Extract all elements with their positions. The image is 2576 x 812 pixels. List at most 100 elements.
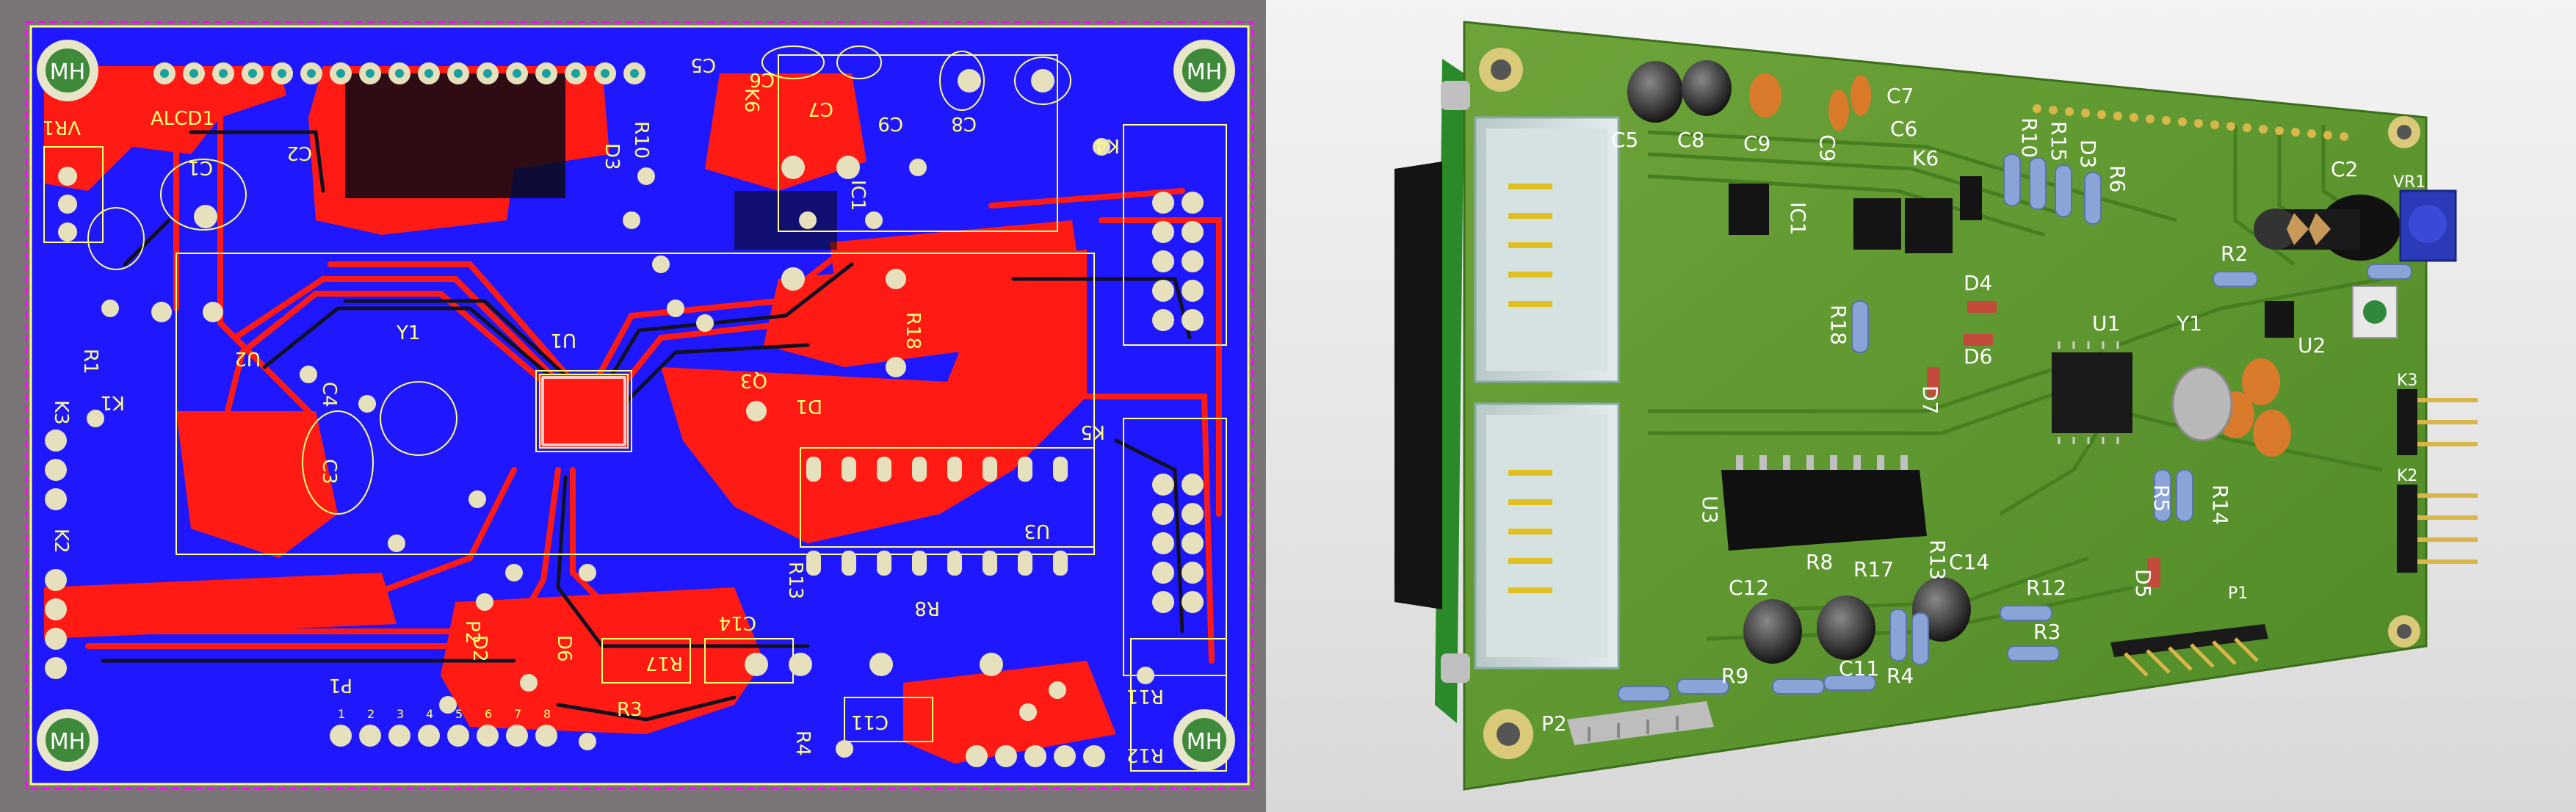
mounting-hole-br: MH [1173, 709, 1235, 771]
resistors [1618, 153, 2412, 702]
p1-pin-label: 6 [485, 707, 492, 721]
designator-c9: C9 [878, 112, 903, 134]
label-c6: C6 [1890, 117, 1917, 141]
designator-vr1: VR1 [43, 116, 81, 138]
crystal-y1 [2171, 366, 2233, 442]
hatched-region [345, 73, 565, 198]
p1-pin-label: 2 [367, 707, 375, 721]
label-r5: R5 [2149, 485, 2174, 512]
designator-u1: U1 [550, 329, 576, 351]
mh-label: MH [1187, 729, 1222, 755]
label-c10: C9 [1815, 134, 1839, 162]
p1-pin-label: 5 [455, 707, 463, 721]
label-ic1: IC1 [1786, 202, 1810, 236]
label-r14: R14 [2208, 485, 2232, 525]
designator-ic1: IC1 [847, 180, 869, 211]
designator-d6: D6 [553, 635, 575, 662]
mounting-hole-tr: MH [1173, 40, 1235, 101]
ic-ic1-regulators [1729, 176, 1982, 253]
mh-label: MH [50, 729, 85, 755]
label-c14: C14 [1949, 550, 1989, 574]
label-r17: R17 [1853, 557, 1894, 581]
mh-label: MH [50, 59, 85, 85]
ic-u1-qfp [2052, 341, 2132, 444]
designator-r13: R13 [784, 562, 806, 599]
label-c2: C2 [2331, 157, 2358, 181]
designator-c14: C14 [719, 612, 756, 634]
idc-connector-bottom [1474, 402, 1620, 670]
board-keepout [26, 21, 1253, 789]
designator-r8: R8 [914, 597, 940, 619]
designator-k6: K6 [740, 88, 762, 113]
push-button [2352, 286, 2398, 338]
label-r12: R12 [2026, 576, 2066, 600]
designator-r1: R1 [79, 349, 101, 374]
pcb-3d-view[interactable]: C5 C8 C9 C7 C6 K6 C9 R10 R15 D3 R6 IC1 R… [1266, 0, 2576, 812]
diodes [1927, 301, 2160, 587]
label-r13: R13 [1925, 540, 1950, 580]
designator-c1: C1 [187, 156, 213, 178]
designator-r10: R10 [630, 121, 652, 159]
mounting-holes-3d [1479, 48, 2420, 759]
label-k2: K2 [2397, 467, 2417, 485]
mounting-hole-tl: MH [37, 40, 98, 101]
designator-c4: C4 [318, 382, 340, 407]
designator-c2: C2 [286, 142, 312, 164]
designator-r11: R11 [1126, 685, 1164, 707]
header-p1 [2110, 624, 2268, 677]
designator-c5: C5 [690, 54, 716, 76]
label-c8: C8 [1677, 128, 1704, 152]
designator-c7: C7 [808, 98, 833, 120]
silkscreen-outlines [43, 46, 1227, 772]
label-vr1: VR1 [2393, 173, 2425, 192]
designator-d3: D3 [601, 143, 623, 170]
designator-p1: P1 [329, 674, 352, 696]
label-r6: R6 [2105, 165, 2130, 192]
mh-label: MH [1187, 59, 1222, 85]
designator-c6: C6 [749, 68, 775, 90]
designator-alcd1: ALCD1 [151, 108, 214, 130]
label-r2: R2 [2221, 242, 2248, 266]
label-u2: U2 [2298, 333, 2326, 358]
designator-p2: P2 [461, 620, 483, 644]
header-k2 [2397, 485, 2478, 573]
designator-d1: D1 [795, 395, 822, 417]
label-r18: R18 [1826, 305, 1850, 345]
label-r10: R10 [2017, 117, 2041, 158]
label-c12: C12 [1729, 576, 1769, 600]
lcd-header-pads [153, 62, 645, 84]
idc-connector-top [1474, 116, 1620, 383]
designator-c11: C11 [851, 711, 889, 733]
designator-k4: K4 [1095, 134, 1120, 156]
pcb-layout-canvas[interactable]: MH MH MH MH [0, 0, 1266, 812]
designator-k2: K2 [50, 529, 72, 554]
label-u1: U1 [2092, 311, 2120, 336]
label-p2: P2 [1541, 711, 1567, 736]
pcb-layout-view[interactable]: MH MH MH MH [0, 0, 1266, 812]
label-d4: D4 [1964, 271, 1992, 295]
label-r15: R15 [2047, 121, 2071, 162]
label-c7: C7 [1886, 84, 1914, 108]
label-p1: P1 [2228, 584, 2248, 603]
pcb-3d-canvas[interactable]: C5 C8 C9 C7 C6 K6 C9 R10 R15 D3 R6 IC1 R… [1266, 0, 2576, 812]
p1-pin-label: 1 [338, 707, 345, 721]
designator-r17: R17 [645, 652, 683, 674]
designator-c3: C3 [318, 459, 340, 485]
designator-q3: Q3 [740, 369, 767, 391]
ceramic-capacitors [1749, 73, 2291, 457]
label-u3: U3 [1698, 496, 1722, 523]
ic-u2 [2265, 301, 2294, 338]
u1-qfp-footprint [539, 374, 629, 449]
potentiometer-vr1 [2399, 189, 2457, 262]
hatched-region-2 [734, 191, 837, 250]
designator-k3: K3 [50, 400, 72, 425]
electrolytic-capacitors [1627, 60, 2400, 664]
label-c9: C9 [1743, 131, 1770, 156]
designator-d2: D2 [468, 635, 491, 662]
label-r3: R3 [2033, 620, 2061, 644]
header-k3 [2397, 389, 2478, 455]
left-connector-pads [45, 167, 77, 679]
label-y1: Y1 [2176, 311, 2202, 336]
lcd-back [1394, 162, 1442, 609]
u3-dip-pads [806, 457, 1068, 576]
